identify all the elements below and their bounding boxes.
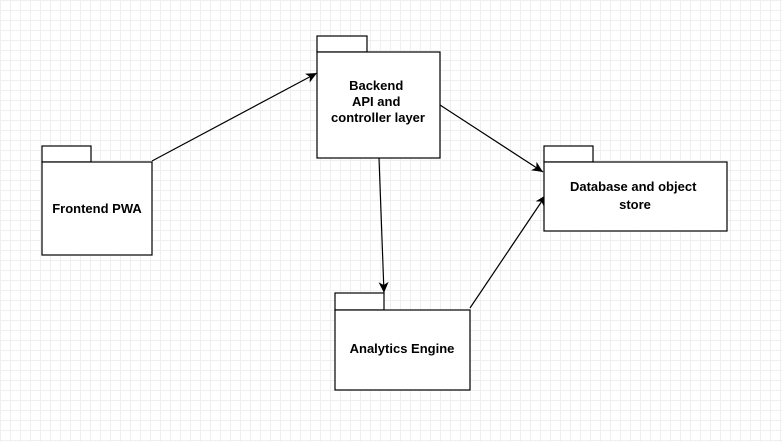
package-tab — [41, 145, 92, 163]
package-backend-api[interactable]: Backend API and controller layer — [316, 35, 441, 159]
package-label: Frontend PWA — [52, 201, 142, 216]
package-label: Backend API and controller layer — [331, 78, 425, 125]
package-analytics-engine[interactable]: Analytics Engine — [334, 292, 471, 391]
package-frontend-pwa[interactable]: Frontend PWA — [41, 145, 153, 256]
package-tab — [543, 145, 594, 163]
package-label: Analytics Engine — [350, 341, 455, 356]
package-database-store[interactable]: Database and object store — [543, 145, 728, 232]
edge-frontend-to-backend[interactable] — [151, 72, 318, 162]
package-body — [543, 161, 728, 232]
package-body — [41, 161, 153, 256]
edge-analytics-to-database[interactable] — [469, 194, 547, 309]
package-label: Database and object store — [570, 179, 700, 212]
edges — [151, 72, 547, 309]
package-body — [316, 51, 441, 159]
edge-backend-to-database[interactable] — [439, 104, 544, 173]
edge-backend-to-analytics[interactable] — [378, 157, 389, 294]
package-body — [334, 309, 471, 391]
package-tab — [334, 292, 385, 311]
package-tab — [316, 35, 368, 53]
